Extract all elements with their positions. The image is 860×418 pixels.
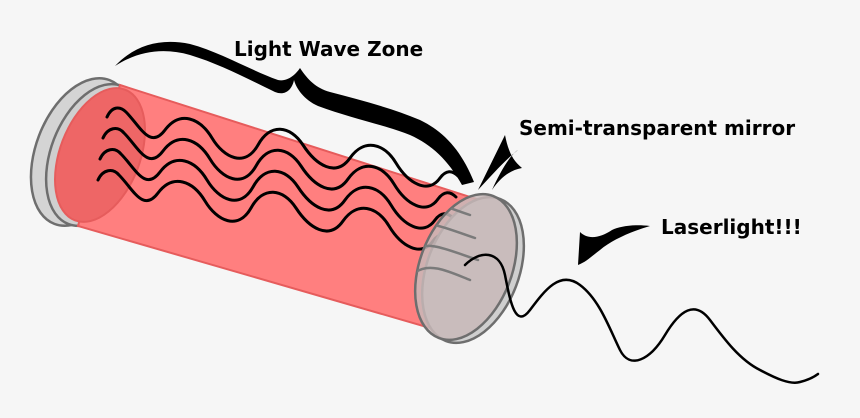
light-wave-zone-label: Light Wave Zone <box>234 37 424 61</box>
mirror-pointer-icon <box>478 135 522 190</box>
laser-beam <box>463 253 820 384</box>
semi-transparent-mirror-label: Semi-transparent mirror <box>519 116 796 140</box>
laser-pointer-icon <box>578 225 650 265</box>
laser-tube <box>54 83 494 334</box>
laserlight-label: Laserlight!!! <box>661 215 802 239</box>
curly-brace-icon <box>115 41 474 185</box>
light-waves <box>96 106 460 251</box>
front-mirror <box>408 192 526 345</box>
